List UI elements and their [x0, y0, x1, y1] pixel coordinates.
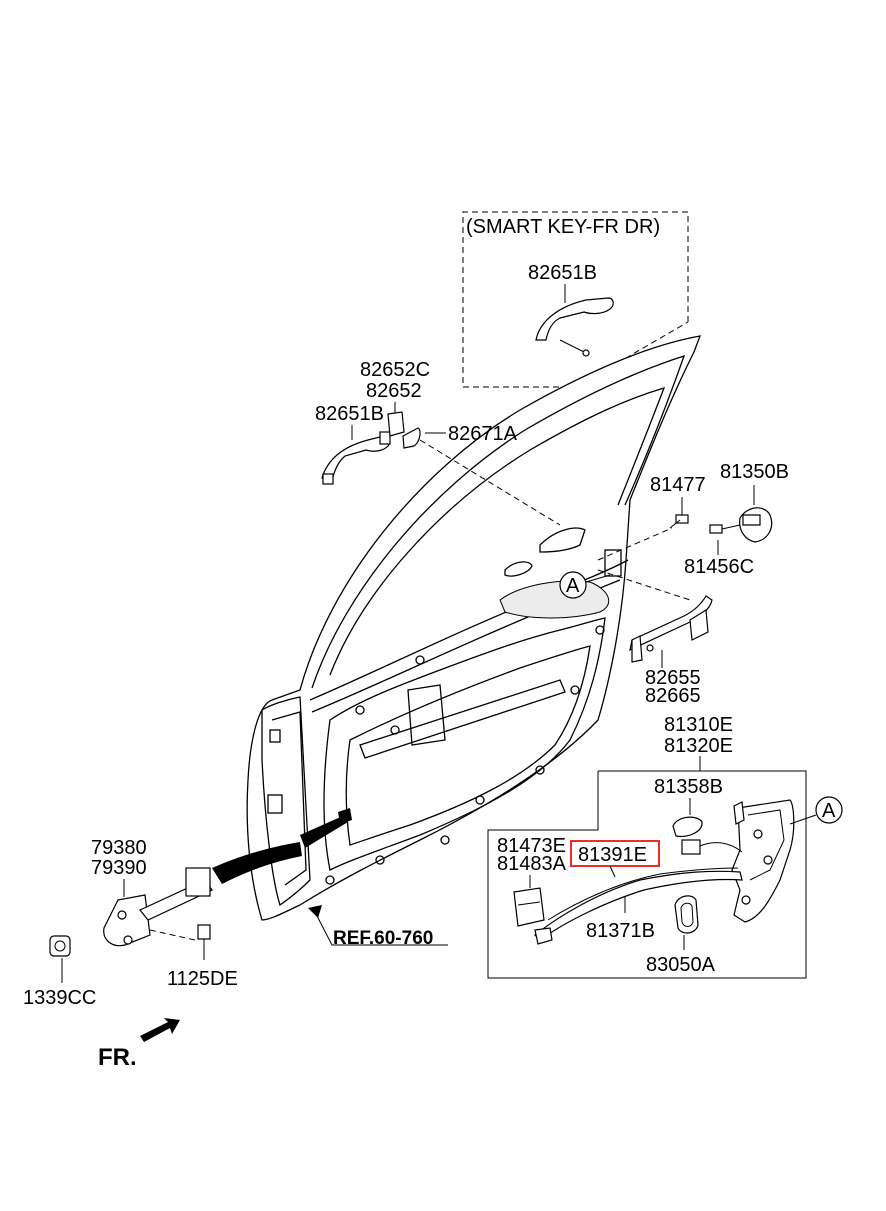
rod-cable-icon: [534, 867, 743, 945]
smart-key-handle-icon: [535, 297, 614, 357]
label-82652: 82652: [366, 380, 422, 402]
inside-handle-group: 82655 82665: [629, 595, 713, 707]
label-82655: 82655: [645, 667, 701, 689]
label-81358B: 81358B: [654, 776, 723, 798]
bumper-81358B-icon: [672, 816, 703, 837]
label-81391E: 81391E: [578, 844, 647, 866]
clip-81473E-icon: [513, 887, 545, 927]
callout-a-door-label: A: [566, 575, 580, 597]
label-81350B: 81350B: [720, 461, 789, 483]
label-81473E: 81473E: [497, 835, 566, 857]
label-83050A: 83050A: [646, 954, 716, 976]
door-check-group: 79380 79390 1125DE 1339CC: [23, 837, 302, 1009]
handle-cover-icon: [387, 411, 421, 449]
front-indicator: FR.: [98, 1018, 180, 1071]
outside-handle-group: 82652C 82652 82651B 82671A: [315, 359, 518, 485]
door-check-icon: [103, 867, 213, 947]
highlight-box-81391E: [570, 840, 660, 867]
outside-handle-icon: [321, 431, 391, 485]
grommet-83050A-icon: [674, 895, 699, 934]
callout-a-latch: A: [789, 796, 843, 825]
striker-group: 81477 81350B 81456C: [650, 461, 789, 578]
label-81483A: 81483A: [497, 853, 567, 875]
label-81456C: 81456C: [684, 556, 754, 578]
label-1339CC: 1339CC: [23, 987, 96, 1009]
ref-label: REF.60-760: [333, 928, 433, 949]
label-82651B-smart: 82651B: [528, 262, 597, 284]
front-arrow-icon: [140, 1018, 180, 1042]
label-81310E: 81310E: [664, 714, 733, 736]
label-82652C: 82652C: [360, 359, 430, 381]
bolt-1125DE-icon: [197, 924, 211, 960]
door-panel: [246, 335, 702, 921]
label-79380: 79380: [91, 837, 147, 859]
label-82665: 82665: [645, 685, 701, 707]
label-1125DE: 1125DE: [167, 968, 238, 990]
fr-label: FR.: [98, 1044, 137, 1071]
ref-label-group: REF.60-760: [308, 905, 448, 949]
screw-81477-icon: [669, 514, 689, 529]
screw-81456C-icon: [709, 524, 741, 534]
label-81477: 81477: [650, 474, 706, 496]
smart-key-box: (SMART KEY-FR DR) 82651B: [462, 211, 689, 388]
striker-icon: [739, 507, 773, 543]
callout-a-latch-label: A: [822, 800, 836, 822]
nut-1339CC-icon: [49, 935, 71, 957]
label-82651B: 82651B: [315, 403, 384, 425]
latch-group: 81310E 81320E 81358B A 81473E 81483A: [487, 714, 843, 979]
inside-handle-icon: [629, 595, 713, 663]
label-81320E: 81320E: [664, 735, 733, 757]
door-latch-icon: [731, 799, 795, 923]
label-79390: 79390: [91, 857, 147, 879]
label-81371B: 81371B: [586, 920, 655, 942]
callout-a-door: A: [559, 571, 611, 599]
label-82671A: 82671A: [448, 423, 518, 445]
smart-key-label: (SMART KEY-FR DR): [466, 216, 660, 238]
leader-lines: [149, 439, 691, 941]
latch-cable-icon: [681, 839, 743, 855]
